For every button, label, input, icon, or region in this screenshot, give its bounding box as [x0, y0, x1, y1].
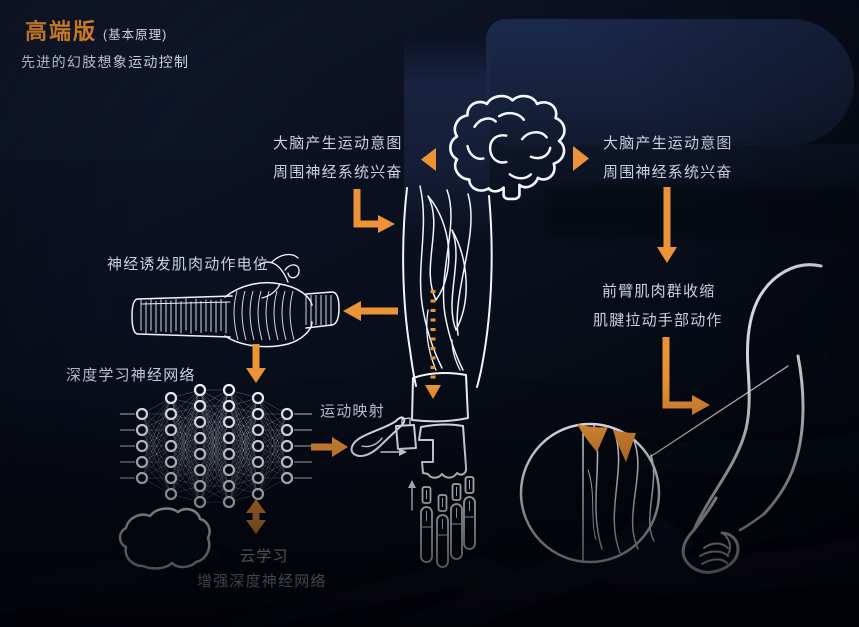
infographic-canvas: 高端版(基本原理) 先进的幻肢想象运动控制 大脑产生运动意图 周围神经系统兴奋 … — [0, 0, 859, 627]
background-vignette — [0, 0, 859, 627]
